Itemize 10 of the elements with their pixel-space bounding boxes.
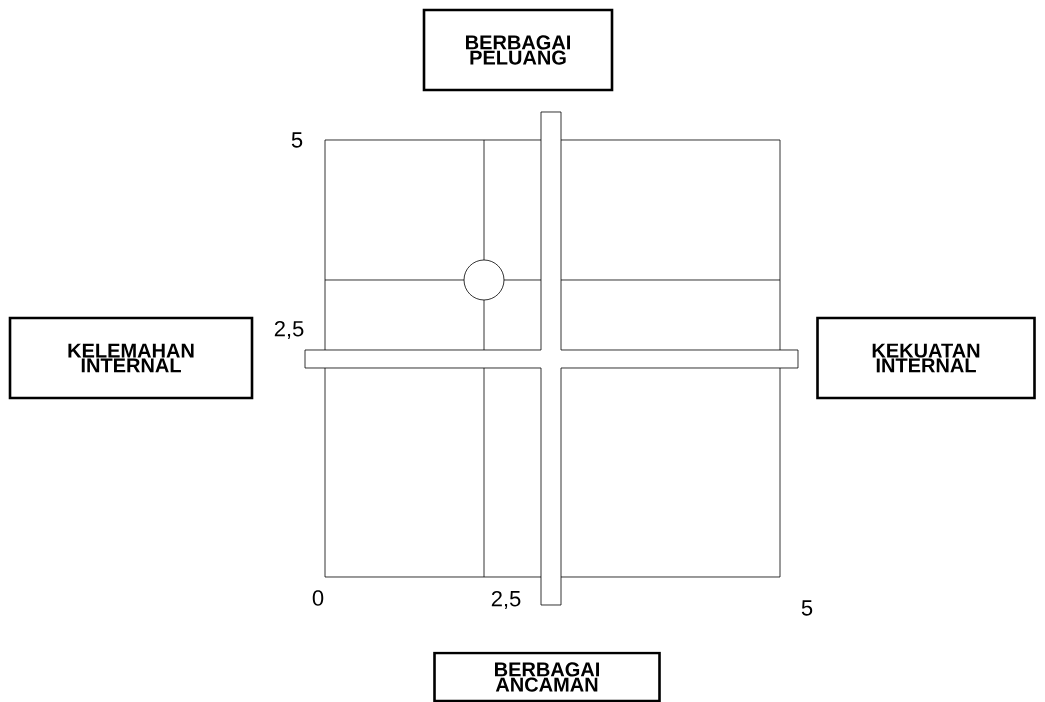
label-box: BERBAGAI PELUANG — [422, 8, 614, 92]
label-box: KEKUATAN INTERNAL — [816, 316, 1036, 400]
label-box: KELEMAHAN INTERNAL — [8, 316, 254, 400]
axis-value: 5 — [291, 132, 303, 148]
axis-value: 2,5 — [491, 590, 521, 610]
label-box: BERBAGAI ANCAMAN — [433, 651, 661, 702]
axis-value: 5 — [801, 600, 813, 616]
data-point-circle — [463, 259, 505, 301]
axis-value: 0 — [312, 590, 324, 606]
axis-value: 2,5 — [274, 320, 304, 340]
